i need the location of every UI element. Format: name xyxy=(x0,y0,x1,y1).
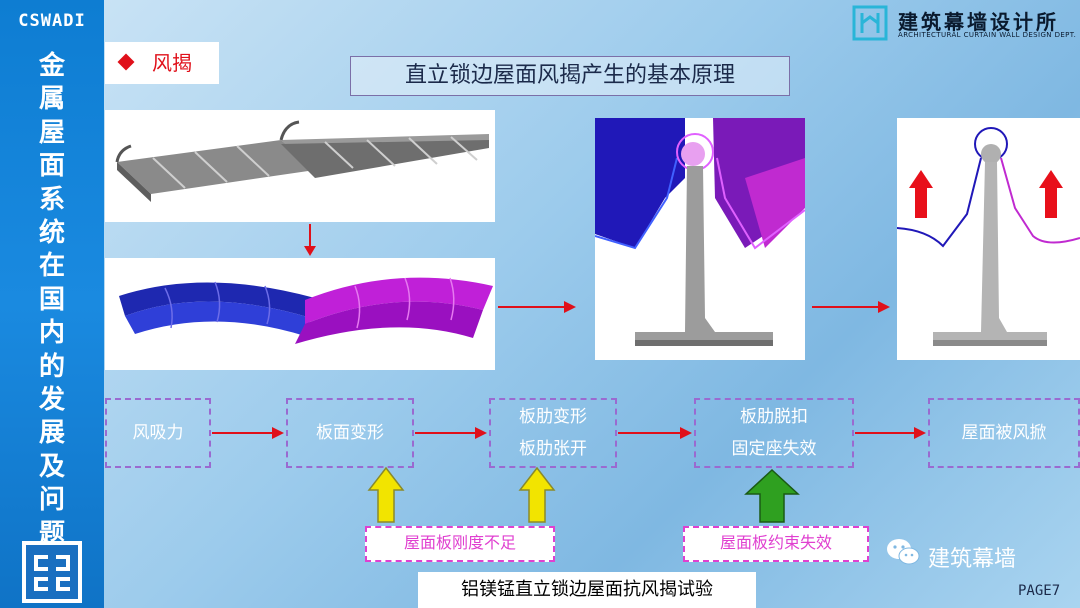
flow-step-wind-suction: 风吸力 xyxy=(105,398,211,468)
vertical-title: 金属屋面系统在国内的发展及问题 xyxy=(38,51,65,549)
left-sidebar xyxy=(0,0,104,608)
yellow-up-arrow-icon xyxy=(518,466,556,523)
section-tag-label: 风揭 xyxy=(152,51,192,75)
flow-step-label: 板肋脱扣 xyxy=(740,407,808,427)
title-frame xyxy=(350,56,790,96)
rib-detached-image xyxy=(897,118,1080,360)
org-label: CSWADI xyxy=(18,11,86,31)
page-title: 直立锁边屋面风揭产生的基本原理 xyxy=(404,63,735,88)
panel-deformed-image xyxy=(105,258,495,370)
flow-step-label: 板肋张开 xyxy=(519,439,587,459)
flow-step-label: 屋面被风掀 xyxy=(961,423,1047,443)
flow-arrow-icon xyxy=(618,427,692,439)
brand-logo-icon xyxy=(852,5,888,41)
flow-step-label: 风吸力 xyxy=(132,423,184,443)
green-up-arrow-icon xyxy=(744,468,800,523)
down-arrow-icon xyxy=(304,224,316,256)
right-arrow-icon xyxy=(498,301,576,313)
flow-arrow-icon xyxy=(855,427,926,439)
rib-section-image xyxy=(595,118,805,360)
flow-step-label: 板肋变形 xyxy=(519,407,587,427)
wechat-icon xyxy=(886,537,920,567)
cause-panel-restraint: 屋面板约束失效 xyxy=(683,526,869,562)
right-arrow-icon xyxy=(812,301,890,313)
flow-step-roof-blown: 屋面被风掀 xyxy=(928,398,1080,468)
brand-name: 建筑幕墙设计所 xyxy=(898,10,1059,34)
flow-step-label: 固定座失效 xyxy=(731,439,817,459)
flow-step-rib-deform: 板肋变形 板肋张开 xyxy=(489,398,617,468)
wechat-account-label: 建筑幕墙 xyxy=(928,547,1017,572)
page-number: PAGE7 xyxy=(1018,583,1061,599)
flow-arrow-icon xyxy=(415,427,487,439)
flow-step-rib-detach: 板肋脱扣 固定座失效 xyxy=(694,398,854,468)
cause-panel-stiffness: 屋面板刚度不足 xyxy=(365,526,555,562)
yellow-up-arrow-icon xyxy=(367,466,405,523)
bottom-caption: 铝镁锰直立锁边屋面抗风揭试验 xyxy=(418,572,756,608)
flow-step-label: 板面变形 xyxy=(316,423,384,443)
flow-step-panel-deform: 板面变形 xyxy=(286,398,414,468)
cscec-logo-icon xyxy=(22,541,82,603)
brand-subtitle: ARCHITECTURAL CURTAIN WALL DESIGN DEPT. xyxy=(898,31,1077,39)
flow-arrow-icon xyxy=(212,427,284,439)
panel-undeformed-image xyxy=(105,110,495,222)
